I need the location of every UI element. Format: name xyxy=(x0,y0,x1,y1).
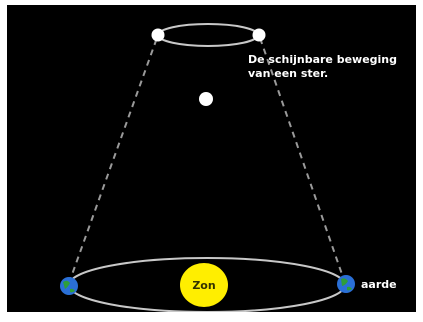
sight-line-left-to-far-left xyxy=(68,34,159,284)
star-apparent-path xyxy=(157,23,259,47)
earth-left xyxy=(60,277,78,295)
star-apparent-position-left xyxy=(151,28,165,42)
caption: De schijnbare beweging van een ster. xyxy=(248,53,397,81)
parallax-diagram: Zon aarde xyxy=(60,23,397,312)
star-apparent-position-right xyxy=(252,28,266,42)
caption-line-2: van een ster. xyxy=(248,67,329,80)
sun xyxy=(180,263,228,307)
sun-label: Zon xyxy=(192,279,215,292)
earth-right xyxy=(337,275,355,293)
earth-label: aarde xyxy=(361,278,397,291)
diagram-stage: Zon aarde De schijnbare beweging van een… xyxy=(7,5,416,312)
star xyxy=(199,92,213,106)
caption-line-1: De schijnbare beweging xyxy=(248,53,398,66)
